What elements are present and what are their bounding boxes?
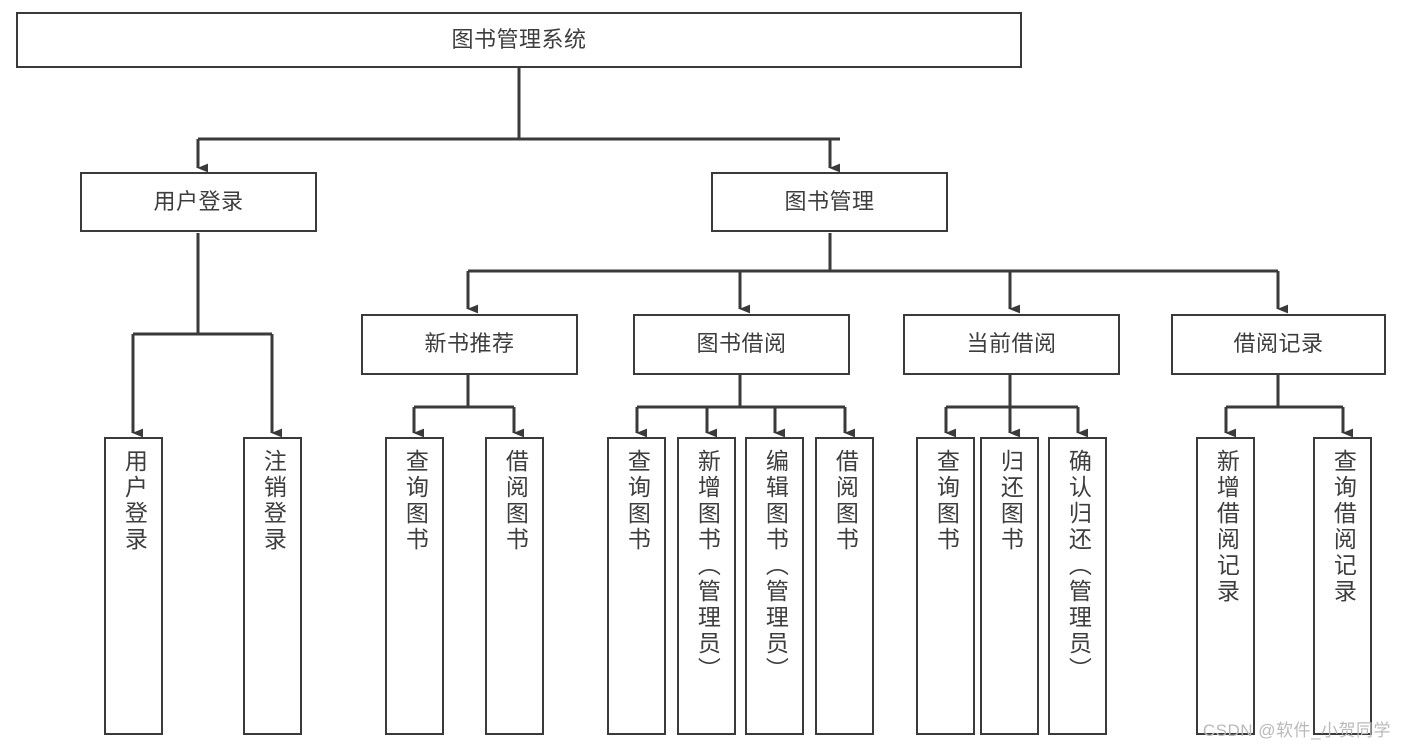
leaf-return-book[interactable]: 归还图书 [980,437,1039,735]
csdn-watermark: CSDN @软件_小贺同学 [1202,721,1391,740]
leaf-query-record-label: 查询借阅记录 [1330,449,1357,605]
leaf-borrow-book-2-label: 借阅图书 [832,449,859,553]
node-user-login-label: 用户登录 [153,188,244,214]
leaf-user-logout-label: 注销登录 [260,449,287,553]
node-current-borrow-label: 当前借阅 [966,331,1057,357]
leaf-user-login-label: 用户登录 [121,449,148,553]
leaf-add-book-label: 新增图书（管理员） [694,449,721,683]
node-user-login[interactable]: 用户登录 [80,172,317,232]
leaf-add-book[interactable]: 新增图书（管理员） [677,437,736,735]
node-book-borrow-label: 图书借阅 [696,331,787,357]
leaf-confirm-return[interactable]: 确认归还（管理员） [1048,437,1107,735]
leaf-query-book-1-label: 查询图书 [402,449,429,553]
node-borrow-record[interactable]: 借阅记录 [1171,314,1386,375]
leaf-add-record[interactable]: 新增借阅记录 [1196,437,1255,735]
node-root[interactable]: 图书管理系统 [16,12,1022,68]
leaf-add-record-label: 新增借阅记录 [1213,449,1240,605]
node-current-borrow[interactable]: 当前借阅 [903,314,1120,375]
node-new-book-rec[interactable]: 新书推荐 [361,314,578,375]
leaf-confirm-return-label: 确认归还（管理员） [1065,449,1092,683]
leaf-edit-book-label: 编辑图书（管理员） [762,449,789,683]
node-book-manage[interactable]: 图书管理 [711,172,948,232]
leaf-borrow-book-1-label: 借阅图书 [502,449,529,553]
node-borrow-record-label: 借阅记录 [1233,331,1324,357]
leaf-user-login[interactable]: 用户登录 [104,437,163,735]
leaf-query-book-3[interactable]: 查询图书 [916,437,975,735]
node-root-label: 图书管理系统 [451,26,587,52]
leaf-query-book-1[interactable]: 查询图书 [385,437,444,735]
leaf-edit-book[interactable]: 编辑图书（管理员） [745,437,804,735]
leaf-query-record[interactable]: 查询借阅记录 [1313,437,1372,735]
leaf-query-book-3-label: 查询图书 [933,449,960,553]
leaf-query-book-2[interactable]: 查询图书 [607,437,666,735]
leaf-user-logout[interactable]: 注销登录 [243,437,302,735]
leaf-query-book-2-label: 查询图书 [624,449,651,553]
leaf-borrow-book-1[interactable]: 借阅图书 [485,437,544,735]
node-new-book-rec-label: 新书推荐 [424,331,515,357]
node-book-manage-label: 图书管理 [784,188,875,214]
node-book-borrow[interactable]: 图书借阅 [633,314,850,375]
leaf-borrow-book-2[interactable]: 借阅图书 [815,437,874,735]
leaf-return-book-label: 归还图书 [997,449,1024,553]
